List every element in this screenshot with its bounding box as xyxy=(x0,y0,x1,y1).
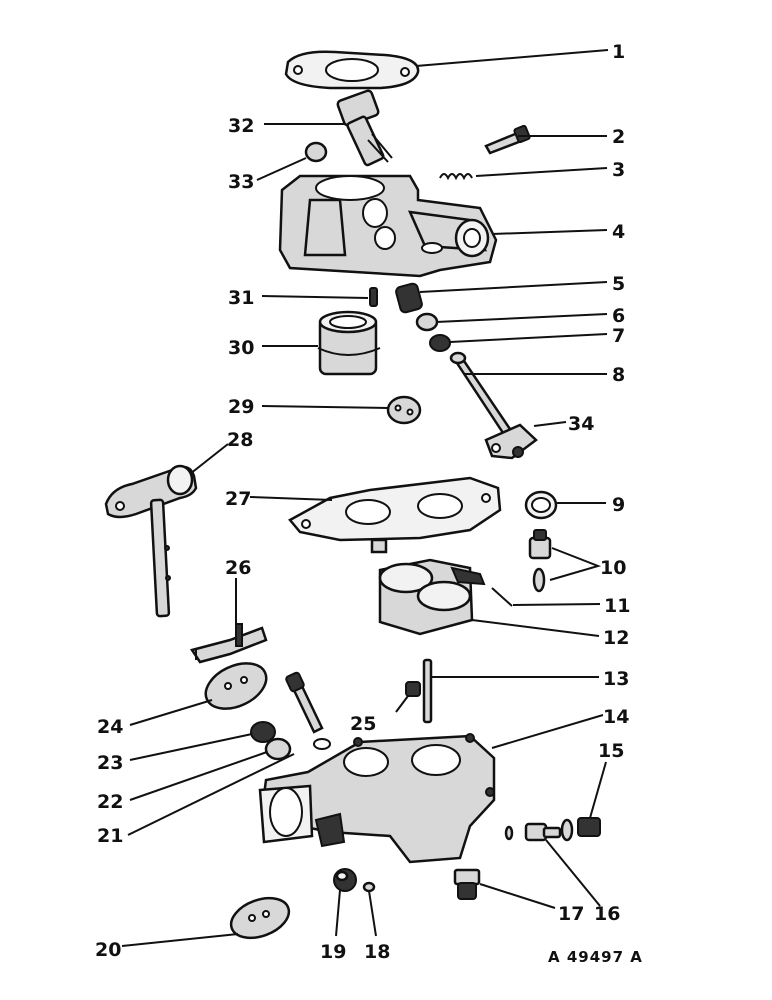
callout-31: 31 xyxy=(228,287,254,309)
callout-13: 13 xyxy=(603,668,629,690)
part-8-shaft xyxy=(449,351,518,444)
part-2-screw xyxy=(484,124,531,155)
callout-20: 20 xyxy=(95,939,121,961)
callout-3: 3 xyxy=(612,159,625,181)
part-idle-needle xyxy=(285,671,331,750)
part-29-disc xyxy=(386,395,422,425)
callout-27: 27 xyxy=(225,488,251,510)
callout-32: 32 xyxy=(228,115,254,137)
part-31-pin xyxy=(369,287,378,307)
part-23-nut xyxy=(250,721,276,743)
part-19-valve xyxy=(333,868,357,892)
callout-18: 18 xyxy=(364,941,390,963)
callout-16: 16 xyxy=(594,903,620,925)
callout-15: 15 xyxy=(598,740,624,762)
part-22-nut xyxy=(264,737,292,761)
part-16-main-jet xyxy=(504,818,574,842)
part-15-plug xyxy=(577,817,601,837)
part-27-gasket xyxy=(288,476,502,554)
part-5-bushing xyxy=(395,282,423,314)
figure-reference-number: A 49497 A xyxy=(548,948,643,966)
part-26-bracket xyxy=(189,623,268,664)
part-24-throttle-plate xyxy=(204,662,268,710)
part-28-shaft-lever xyxy=(104,464,198,618)
callout-7: 7 xyxy=(612,325,625,347)
callout-9: 9 xyxy=(612,494,625,516)
callout-29: 29 xyxy=(228,396,254,418)
callout-22: 22 xyxy=(97,791,123,813)
callout-21: 21 xyxy=(97,825,123,847)
callout-34: 34 xyxy=(568,413,594,435)
part-33-plug xyxy=(304,141,328,163)
callout-26: 26 xyxy=(225,557,251,579)
part-18-washer xyxy=(362,881,376,893)
part-10-needle-seat xyxy=(528,529,552,593)
callout-25: 25 xyxy=(350,713,376,735)
callout-24: 24 xyxy=(97,716,123,738)
part-7-nut xyxy=(429,334,451,352)
callout-17: 17 xyxy=(558,903,584,925)
callout-2: 2 xyxy=(612,126,625,148)
callout-labels: 1 2 3 4 5 6 7 8 9 10 11 12 13 14 15 16 1… xyxy=(95,41,630,963)
part-30-venturi xyxy=(317,310,381,376)
callout-1: 1 xyxy=(612,41,625,63)
callout-23: 23 xyxy=(97,752,123,774)
callout-10: 10 xyxy=(600,557,626,579)
part-11-float-pin xyxy=(491,587,513,607)
part-6-nut xyxy=(415,312,439,332)
part-12-float xyxy=(378,558,486,636)
part-14-lower-body xyxy=(258,733,496,864)
part-34-lever xyxy=(484,423,538,460)
part-4-upper-body xyxy=(278,174,498,278)
callout-14: 14 xyxy=(603,706,629,728)
callout-33: 33 xyxy=(228,171,254,193)
callout-5: 5 xyxy=(612,273,625,295)
callout-8: 8 xyxy=(612,364,625,386)
callout-28: 28 xyxy=(227,429,253,451)
part-17-drain-plug xyxy=(453,868,481,900)
part-13-rod xyxy=(422,658,433,724)
callout-4: 4 xyxy=(612,221,625,243)
part-3-spring xyxy=(439,173,473,181)
leader-lines xyxy=(121,49,609,947)
part-20-choke-plate xyxy=(229,896,291,940)
callout-12: 12 xyxy=(603,627,629,649)
part-32-elbow-fitting xyxy=(336,89,393,167)
part-1-gasket xyxy=(284,50,420,90)
callout-30: 30 xyxy=(228,337,254,359)
part-9-cap xyxy=(524,490,558,520)
callout-11: 11 xyxy=(604,595,630,617)
part-25-plug xyxy=(405,681,421,697)
callout-6: 6 xyxy=(612,305,625,327)
callout-19: 19 xyxy=(320,941,346,963)
